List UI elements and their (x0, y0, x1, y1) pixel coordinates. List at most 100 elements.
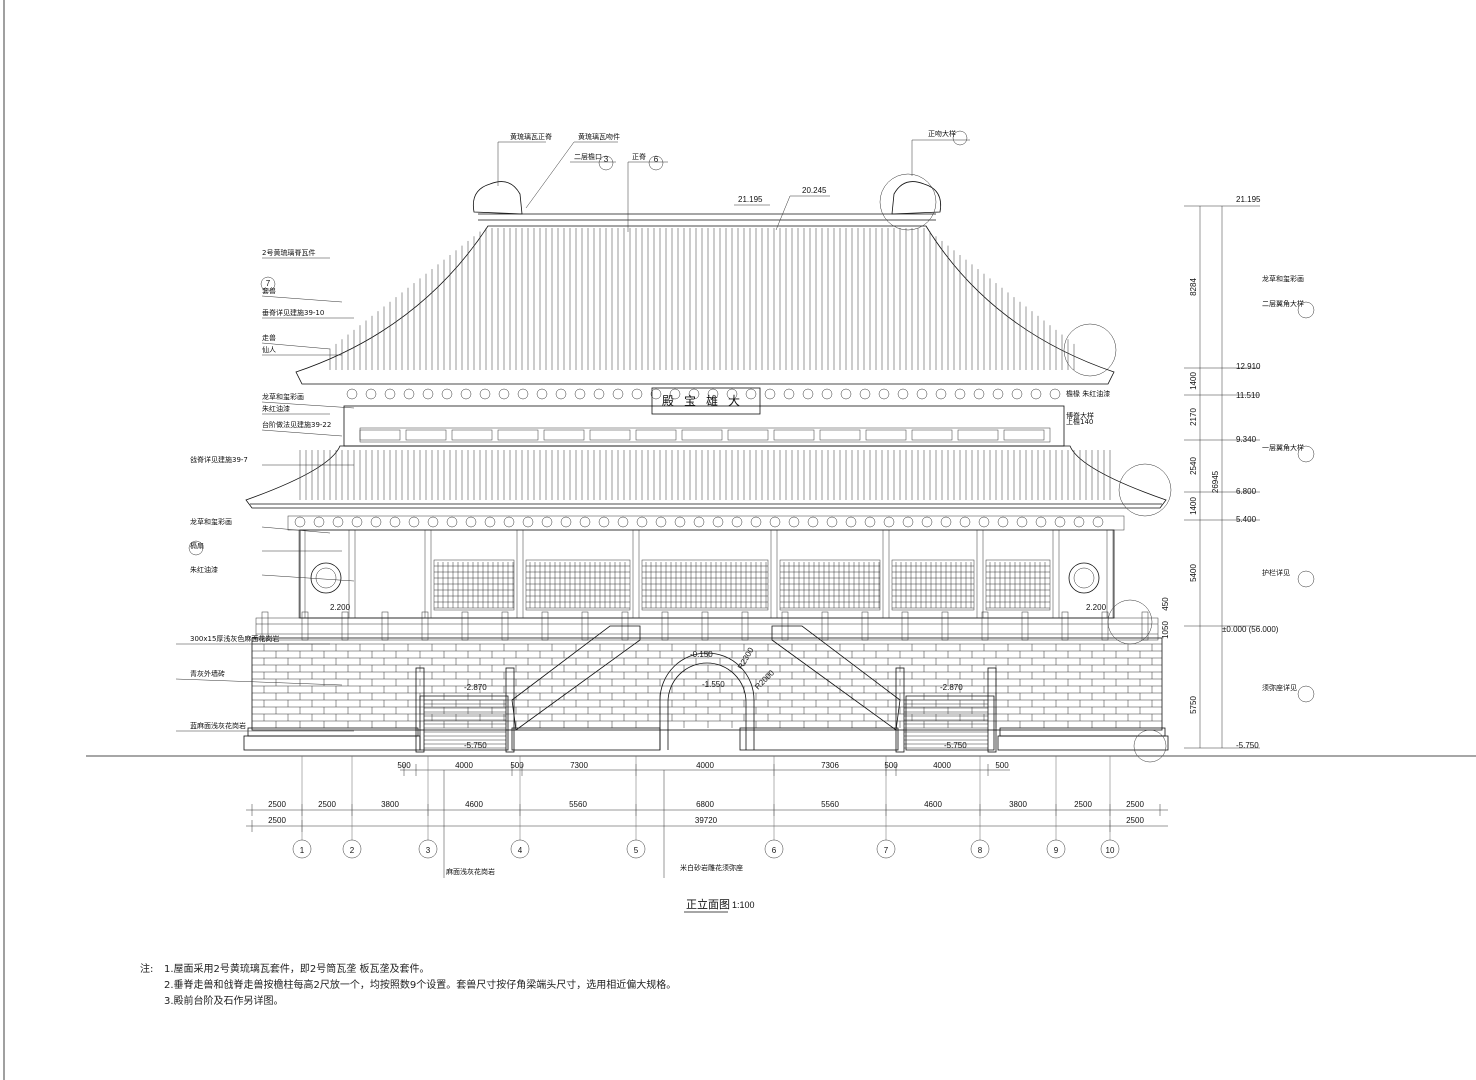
left-label-1: 套兽 (262, 286, 276, 295)
ref-mark-3: 3 (604, 155, 609, 164)
hdim1-0: 500 (397, 761, 411, 770)
right-ridge-beast (891, 181, 942, 215)
left-label-7: 台阶做法见建施39-22 (262, 420, 331, 429)
axis-3: 3 (426, 846, 431, 855)
hdim3-1: 39720 (695, 816, 718, 825)
vdim-7: 450 (1161, 597, 1170, 611)
elev-l1: 11.510 (1236, 391, 1260, 400)
left-ridge-beast (472, 181, 523, 215)
lower-roof (245, 445, 1167, 509)
hdim1-2: 500 (510, 761, 524, 770)
radius-outer: R2300 (736, 646, 756, 671)
hdim1-6: 500 (884, 761, 898, 770)
hdim2-2: 3800 (381, 800, 399, 809)
left-label-13: 青灰外墙砖 (190, 669, 225, 678)
elev-ridge: 21.195 (738, 195, 763, 204)
vdim-6: 1050 (1161, 621, 1170, 639)
plaque-text: 殿宝雄大 (662, 393, 750, 408)
axis-8: 8 (978, 846, 983, 855)
right-label-1: 二层翼角大样 (1262, 299, 1304, 308)
left-label-11: 朱红油漆 (190, 565, 218, 574)
right-medallion (1068, 562, 1100, 594)
ref-mark-6: 6 (654, 155, 659, 164)
elev-l2: 9.340 (1236, 435, 1257, 444)
drawing-title: 正立面图 1:100 (684, 897, 755, 913)
hdim2-7: 4600 (924, 800, 942, 809)
vdim-1: 1400 (1189, 372, 1198, 390)
left-label-9: 龙草和玺彩画 (190, 517, 232, 526)
axis-5: 5 (634, 846, 639, 855)
podium (243, 637, 1169, 751)
hdim2-5: 6800 (696, 800, 714, 809)
right-label-3: 博脊大样 (1066, 411, 1094, 420)
hdim1-5: 7306 (821, 761, 839, 770)
vdim-4: 1400 (1189, 497, 1198, 515)
elev-l3: 6.800 (1236, 487, 1257, 496)
right-label-6: 护栏详见 (1262, 568, 1290, 577)
elev-stair-bottom-left: -5.750 (464, 741, 487, 750)
vdim-8: 5750 (1189, 696, 1198, 714)
left-label-3: 走兽 (262, 333, 276, 342)
top-label-2: 二层檐口 (574, 152, 602, 161)
axis-7: 7 (884, 846, 889, 855)
notes-lead: 注: (140, 964, 154, 975)
axis-10: 10 (1106, 846, 1115, 855)
elev-stair-right: -2.870 (940, 683, 963, 692)
elev-ridge-right: 21.195 (1236, 195, 1261, 204)
upper-hall: 殿宝雄大 (343, 387, 1065, 447)
right-label-2: 檐椽 朱红油漆 (1066, 389, 1110, 398)
hdim2-1: 2500 (318, 800, 336, 809)
hdim1-3: 7300 (570, 761, 588, 770)
top-label-4: 正吻大样 (928, 129, 956, 138)
right-label-7: 须弥座详见 (1262, 683, 1297, 692)
hdim2-8: 3800 (1009, 800, 1027, 809)
hdim1-4: 4000 (696, 761, 714, 770)
elev-ground: -5.750 (1236, 741, 1259, 750)
hdim2-6: 5560 (821, 800, 839, 809)
hdim2-0: 2500 (268, 800, 286, 809)
title-scale: 1:100 (732, 900, 755, 910)
elev-l4: 5.400 (1236, 515, 1257, 524)
right-label-5: 一层翼角大样 (1262, 443, 1304, 452)
elev-platform-left: 2.200 (330, 603, 351, 612)
upper-roof (295, 173, 1172, 763)
hdim2-4: 5560 (569, 800, 587, 809)
elev-floor: ±0.000 (56.000) (1222, 625, 1279, 634)
lower-hall (287, 515, 1125, 619)
left-label-4: 仙人 (262, 345, 276, 354)
vdim-3: 2540 (1189, 457, 1198, 475)
left-label-14: 蓝麻面浅灰花岗岩 (190, 721, 246, 730)
left-label-2: 垂脊详见建施39-10 (262, 308, 324, 317)
vdim-2: 2170 (1189, 408, 1198, 426)
elev-arch-top: -0.150 (690, 650, 713, 659)
right-label-4: 上檐140 (1066, 417, 1093, 426)
left-label-5: 龙草和玺彩画 (262, 392, 304, 401)
left-label-8: 戗脊详见建施39-7 (190, 455, 248, 464)
elev-upper-eave: 12.910 (1236, 362, 1261, 371)
stairs (415, 625, 997, 753)
elev-ridge-mid: 20.245 (802, 186, 827, 195)
ref-mark-7: 7 (266, 279, 271, 288)
vdim-0: 8284 (1189, 278, 1198, 296)
top-label-0: 黄琉璃瓦正脊 (510, 132, 552, 141)
hdim1-1: 4000 (455, 761, 473, 770)
title-name: 正立面图 (686, 897, 730, 911)
balustrade (255, 611, 1159, 641)
elevation-marks: 21.195 20.245 21.195 12.910 11.510 9.340… (330, 186, 1279, 750)
bottom-label-1: 米白砂岩雕花须弥座 (680, 863, 743, 872)
top-label-3: 正脊 (632, 152, 646, 161)
left-label-6: 朱红油漆 (262, 404, 290, 413)
radius-inner: R2000 (753, 668, 776, 691)
elev-stair-left: -2.870 (464, 683, 487, 692)
hdim3-0: 2500 (268, 816, 286, 825)
note-2: 2.垂脊走兽和戗脊走兽按檐柱每高2尺放一个，均按照数9个设置。套兽尺寸按仔角梁端… (164, 980, 677, 991)
name-plaque (651, 387, 761, 415)
left-medallion (310, 562, 342, 594)
general-notes: 注: 1.屋面采用2号黄琉璃瓦套件，即2号筒瓦垄 板瓦垄及套件。 2.垂脊走兽和… (140, 962, 676, 1010)
vdim-5: 5400 (1189, 564, 1198, 582)
